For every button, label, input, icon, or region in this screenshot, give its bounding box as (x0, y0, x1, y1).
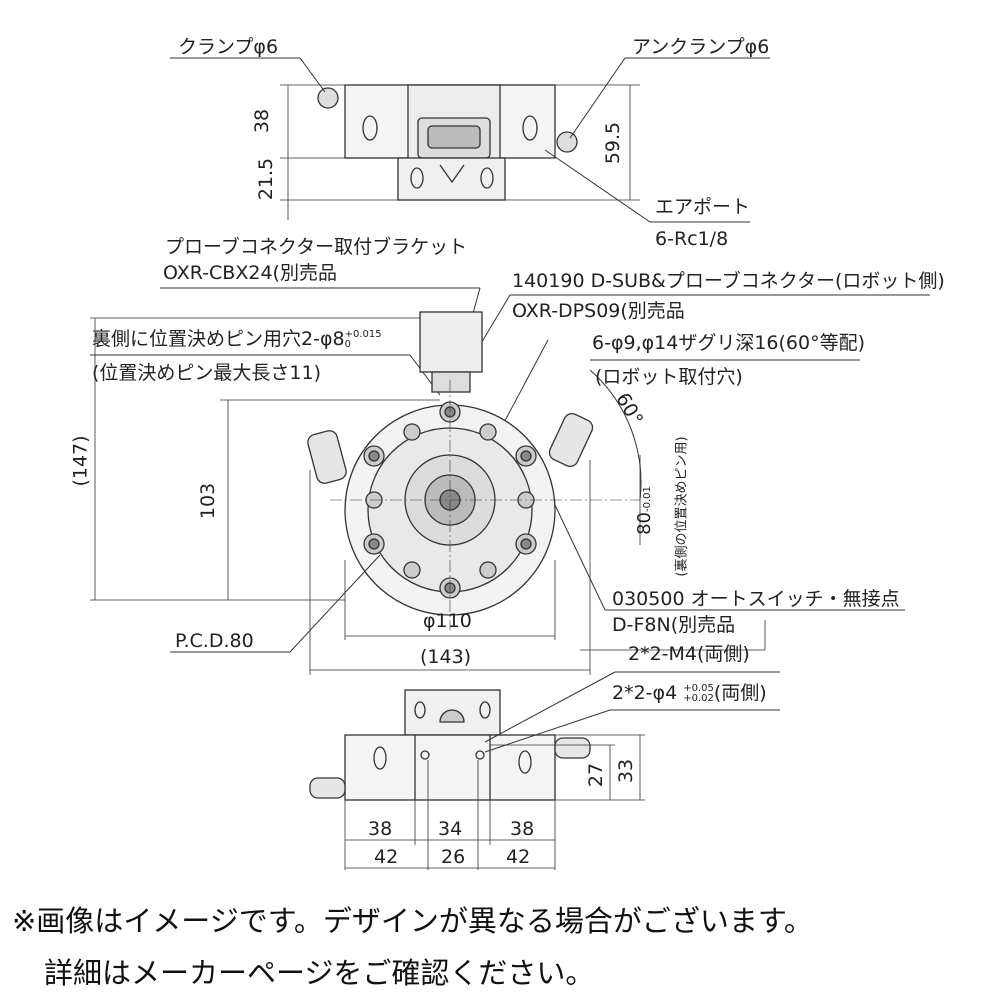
phi4-label: 2*2-φ4 +0.05+0.02(両側) (612, 684, 767, 704)
m4-label: 2*2-M4(両側) (628, 643, 750, 665)
pin-hole-text: 裏側に位置決めピン用穴2-φ8 (92, 328, 345, 350)
side-view (309, 671, 780, 870)
unclamp-port-label: アンクランプφ6 (632, 36, 770, 58)
dim-33: 33 (615, 758, 638, 784)
clamp-port-label: クランプφ6 (178, 36, 279, 58)
dim-80-note: (裏側の位置決めピン用) (674, 436, 690, 577)
dim-38: 38 (251, 108, 274, 134)
pin-max-length: (位置決めピン最大長さ11) (92, 362, 322, 384)
dim-143: (143) (420, 646, 472, 668)
dim-103: 103 (197, 482, 220, 520)
dim-row2-right: 42 (506, 846, 531, 868)
pcd-label: P.C.D.80 (175, 630, 254, 652)
mount-holes (363, 401, 537, 599)
tol-lower: 0 (344, 339, 351, 350)
auto-switch-label: 030500 オートスイッチ・無接点 (612, 588, 900, 610)
phi4-text: 2*2-φ4 (612, 682, 678, 704)
dim-row1-left: 38 (368, 818, 393, 840)
disclaimer-line-1: ※画像はイメージです。デザインが異なる場合がございます。 (12, 904, 813, 938)
mount-holes-sub: (ロボット取付穴) (595, 366, 743, 388)
dim-21-5: 21.5 (255, 157, 278, 201)
plan-view (90, 287, 930, 675)
phi4-suffix: (両側) (713, 682, 767, 704)
dim-147: (147) (69, 435, 92, 487)
dim-59-5: 59.5 (602, 121, 625, 165)
air-port-spec: 6-Rc1/8 (655, 228, 729, 250)
bracket-part: OXR-CBX24(別売品 (163, 262, 337, 284)
dim-80-value: 80 (633, 511, 655, 535)
connector-label: 140190 D-SUB&プローブコネクター(ロボット側) (512, 270, 945, 292)
dim-row1-center: 34 (438, 818, 463, 840)
dim-row2-left: 42 (374, 846, 399, 868)
phi4-tolerance: +0.05+0.02 (683, 684, 714, 704)
tol-upper: +0.05 (683, 683, 714, 694)
dim-27: 27 (585, 762, 608, 788)
bracket-label: プローブコネクター取付ブラケット (165, 236, 468, 258)
dim-110: φ110 (423, 610, 472, 632)
dim-row1-right: 38 (510, 818, 535, 840)
top-view (170, 57, 770, 223)
auto-switch-part: D-F8N(別売品 (612, 614, 736, 636)
tol-upper: +0.015 (344, 329, 382, 340)
dim-80-tol: -0.01 (641, 486, 653, 512)
dim-80: 80-0.01 (634, 486, 655, 535)
mount-holes-label: 6-φ9,φ14ザグリ深16(60°等配) (592, 332, 865, 354)
dim-row2-center: 26 (441, 846, 466, 868)
tol-lower: +0.02 (683, 693, 714, 704)
connector-part: OXR-DPS09(別売品 (512, 300, 685, 322)
air-port-label: エアポート (655, 196, 751, 218)
disclaimer-line-2: 詳細はメーカーページをご確認ください。 (44, 956, 595, 990)
